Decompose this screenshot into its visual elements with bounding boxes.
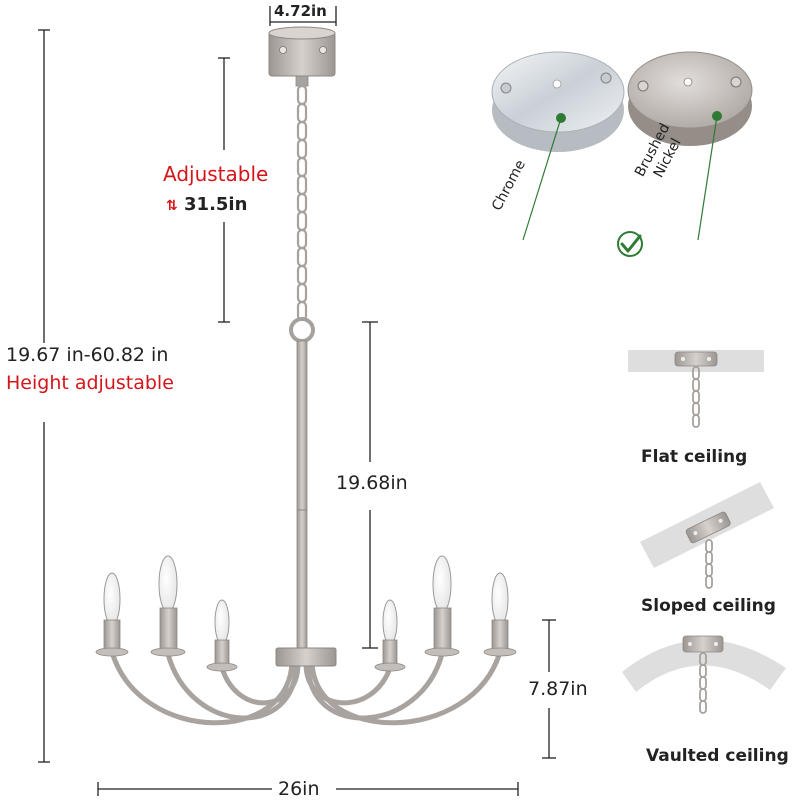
- adjustable-chain-dimension: [218, 57, 230, 323]
- candle-3: [206, 599, 238, 672]
- total-height-label: 19.67 in-60.82 in: [6, 344, 169, 366]
- chandelier-arms: [109, 649, 503, 726]
- finish-brushed-nickel-swatch: [627, 51, 753, 241]
- check-icon: [617, 231, 643, 257]
- adjustable-title: Adjustable: [163, 162, 269, 186]
- chandelier-body: [275, 647, 337, 667]
- arm-height-label: 7.87in: [528, 678, 588, 700]
- hanging-loop: [289, 317, 315, 343]
- sloped-ceiling-illustration: [640, 482, 774, 589]
- total-height-dimension: [38, 29, 50, 763]
- sloped-ceiling-label: Sloped ceiling: [641, 596, 776, 616]
- adjustable-length-value: 31.5in: [184, 194, 248, 215]
- candle-4: [374, 599, 406, 672]
- candle-6: [483, 572, 517, 657]
- canopy-width-dimension: [269, 6, 337, 26]
- flat-ceiling-label: Flat ceiling: [641, 447, 748, 467]
- canopy: [268, 26, 336, 87]
- candle-5: [424, 555, 460, 657]
- arm-height-dimension: [542, 619, 556, 759]
- down-rod: [296, 340, 308, 650]
- canopy-width-label: 4.72in: [274, 2, 327, 20]
- finish-chrome-swatch: [491, 51, 625, 241]
- chandelier: [95, 26, 517, 726]
- chain: [296, 84, 308, 322]
- total-width-dimension: [97, 782, 519, 796]
- flat-ceiling-illustration: [628, 350, 764, 428]
- adjust-arrows-icon: ⇅: [166, 198, 178, 214]
- rod-length-label: 19.68in: [336, 472, 408, 494]
- rod-length-dimension: [362, 321, 378, 649]
- total-width-label: 26in: [278, 778, 320, 800]
- height-adjustable-label: Height adjustable: [6, 372, 174, 394]
- candle-1: [95, 572, 129, 657]
- adjustable-length: ⇅ 31.5in: [166, 194, 247, 215]
- candle-2: [150, 555, 186, 657]
- vaulted-ceiling-label: Vaulted ceiling: [646, 746, 789, 766]
- vaulted-ceiling-illustration: [622, 635, 786, 714]
